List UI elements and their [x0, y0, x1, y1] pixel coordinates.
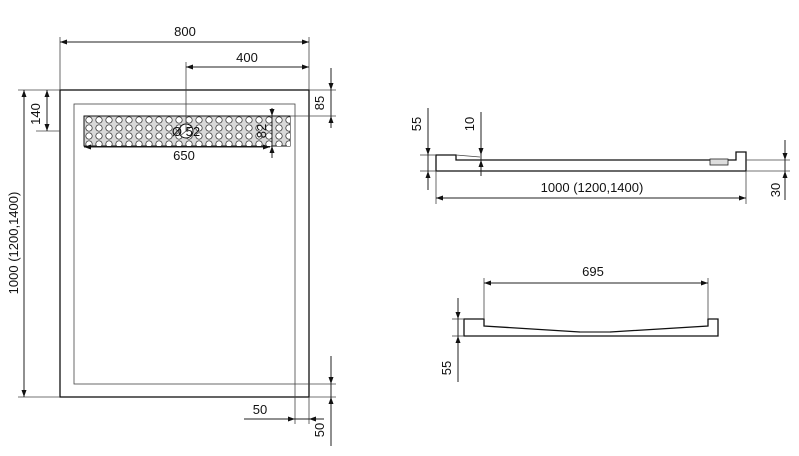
drain-diameter-label: Ø 52: [172, 124, 200, 139]
dim-grate-width: 82: [254, 108, 275, 158]
front-profile: [463, 318, 719, 337]
dim-bottom-margin: 50: [295, 356, 336, 446]
front-dim-height: 55: [439, 298, 464, 382]
dim-drain-edge: 85: [290, 68, 336, 128]
dim-length: 1000 (1200,1400): [6, 89, 60, 398]
side-dim-length-label: 1000 (1200,1400): [541, 180, 644, 195]
dim-width: 800: [59, 24, 310, 90]
side-drain: [709, 158, 729, 166]
dim-drain-offset-label: 140: [28, 103, 43, 125]
side-profile: [435, 151, 747, 172]
tray-inner-edge: [73, 103, 296, 385]
side-dim-slope: 10: [462, 112, 484, 176]
dim-grate-width-label: 82: [254, 124, 269, 138]
dim-side-margin: 50: [244, 384, 324, 424]
side-dim-height: 55: [409, 108, 436, 190]
side-dim-drain-height: 30: [746, 140, 790, 200]
dim-drain-edge-label: 85: [312, 96, 327, 110]
dim-bottom-margin-label: 50: [312, 423, 327, 437]
side-dim-slope-label: 10: [462, 117, 477, 131]
top-view: 800 400 1000 (1200,1400) 140: [6, 24, 336, 446]
front-dim-width-label: 695: [582, 264, 604, 279]
dim-grate-length-label: 650: [173, 148, 195, 163]
front-dim-width: 695: [483, 264, 709, 319]
dim-side-margin-label: 50: [253, 402, 267, 417]
side-dim-drain-height-label: 30: [768, 183, 783, 197]
dim-grate-length: 650: [84, 144, 270, 163]
drain-diameter-note: Ø 52: [172, 124, 200, 139]
front-view: 695 55: [439, 264, 719, 382]
side-dim-height-label: 55: [409, 117, 424, 131]
dim-half-width: 400: [185, 50, 309, 131]
side-view: 55 10 1000 (1200,1400) 30: [409, 108, 790, 204]
front-dim-height-label: 55: [439, 361, 454, 375]
side-dim-length: 1000 (1200,1400): [435, 171, 747, 204]
drain-grate: [83, 115, 291, 147]
dim-length-label: 1000 (1200,1400): [6, 192, 21, 295]
dim-half-width-label: 400: [236, 50, 258, 65]
dim-width-label: 800: [174, 24, 196, 39]
dim-drain-offset: 140: [28, 90, 60, 132]
